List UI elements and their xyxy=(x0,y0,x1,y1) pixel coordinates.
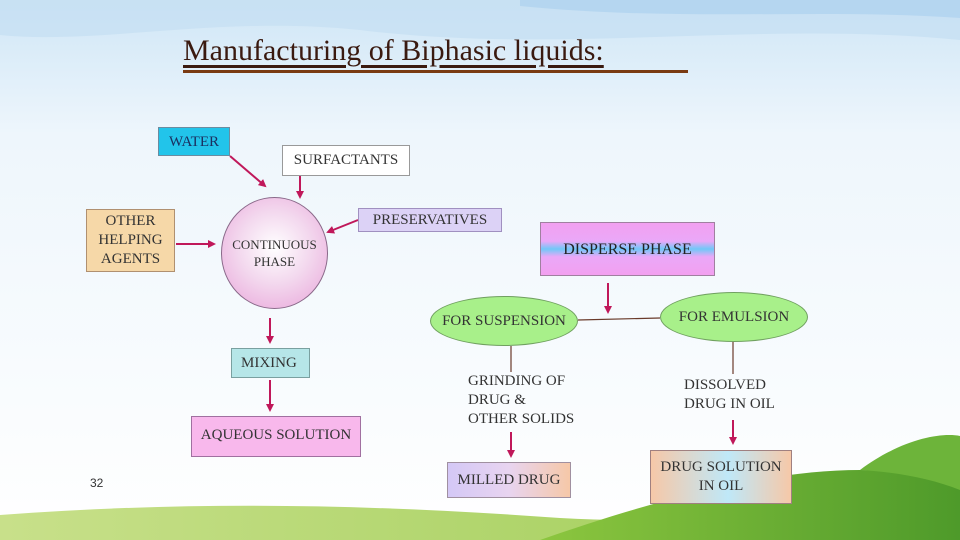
disperse-phase-node: DISPERSE PHASE xyxy=(540,222,715,276)
grinding-node: GRINDING OF DRUG & OTHER SOLIDS xyxy=(468,372,598,432)
drug-solution-line-2: IN OIL xyxy=(660,477,781,496)
grinding-line-1: GRINDING OF xyxy=(468,372,574,391)
other-helping-agents-line-1: OTHER xyxy=(98,212,162,231)
dissolved-line-2: DRUG IN OIL xyxy=(684,395,775,414)
aqueous-solution-node: AQUEOUS SOLUTION xyxy=(191,416,361,457)
dissolved-line-1: DISSOLVED xyxy=(684,376,775,395)
other-helping-agents-node: OTHER HELPING AGENTS xyxy=(86,209,175,272)
milled-drug-node: MILLED DRUG xyxy=(447,462,571,498)
water-node: WATER xyxy=(158,127,230,156)
continuous-phase-line-1: CONTINUOUS xyxy=(232,236,317,253)
arrow-water-to-continuous xyxy=(230,156,265,186)
preservatives-node: PRESERVATIVES xyxy=(358,208,502,232)
other-helping-agents-line-3: AGENTS xyxy=(98,250,162,269)
page-number: 32 xyxy=(90,476,103,490)
dissolved-drug-node: DISSOLVED DRUG IN OIL xyxy=(684,376,794,416)
for-emulsion-node: FOR EMULSION xyxy=(660,292,808,342)
continuous-phase-line-2: PHASE xyxy=(232,253,317,270)
connector-suspension-emulsion xyxy=(578,318,660,320)
surfactants-node: SURFACTANTS xyxy=(282,145,410,176)
arrow-preservatives-to-continuous xyxy=(328,220,358,232)
grinding-line-2: DRUG & xyxy=(468,391,574,410)
other-helping-agents-line-2: HELPING xyxy=(98,231,162,250)
drug-solution-node: DRUG SOLUTION IN OIL xyxy=(650,450,792,504)
mixing-node: MIXING xyxy=(231,348,310,378)
continuous-phase-node: CONTINUOUS PHASE xyxy=(221,197,328,309)
for-suspension-node: FOR SUSPENSION xyxy=(430,296,578,346)
grinding-line-3: OTHER SOLIDS xyxy=(468,410,574,429)
drug-solution-line-1: DRUG SOLUTION xyxy=(660,458,781,477)
